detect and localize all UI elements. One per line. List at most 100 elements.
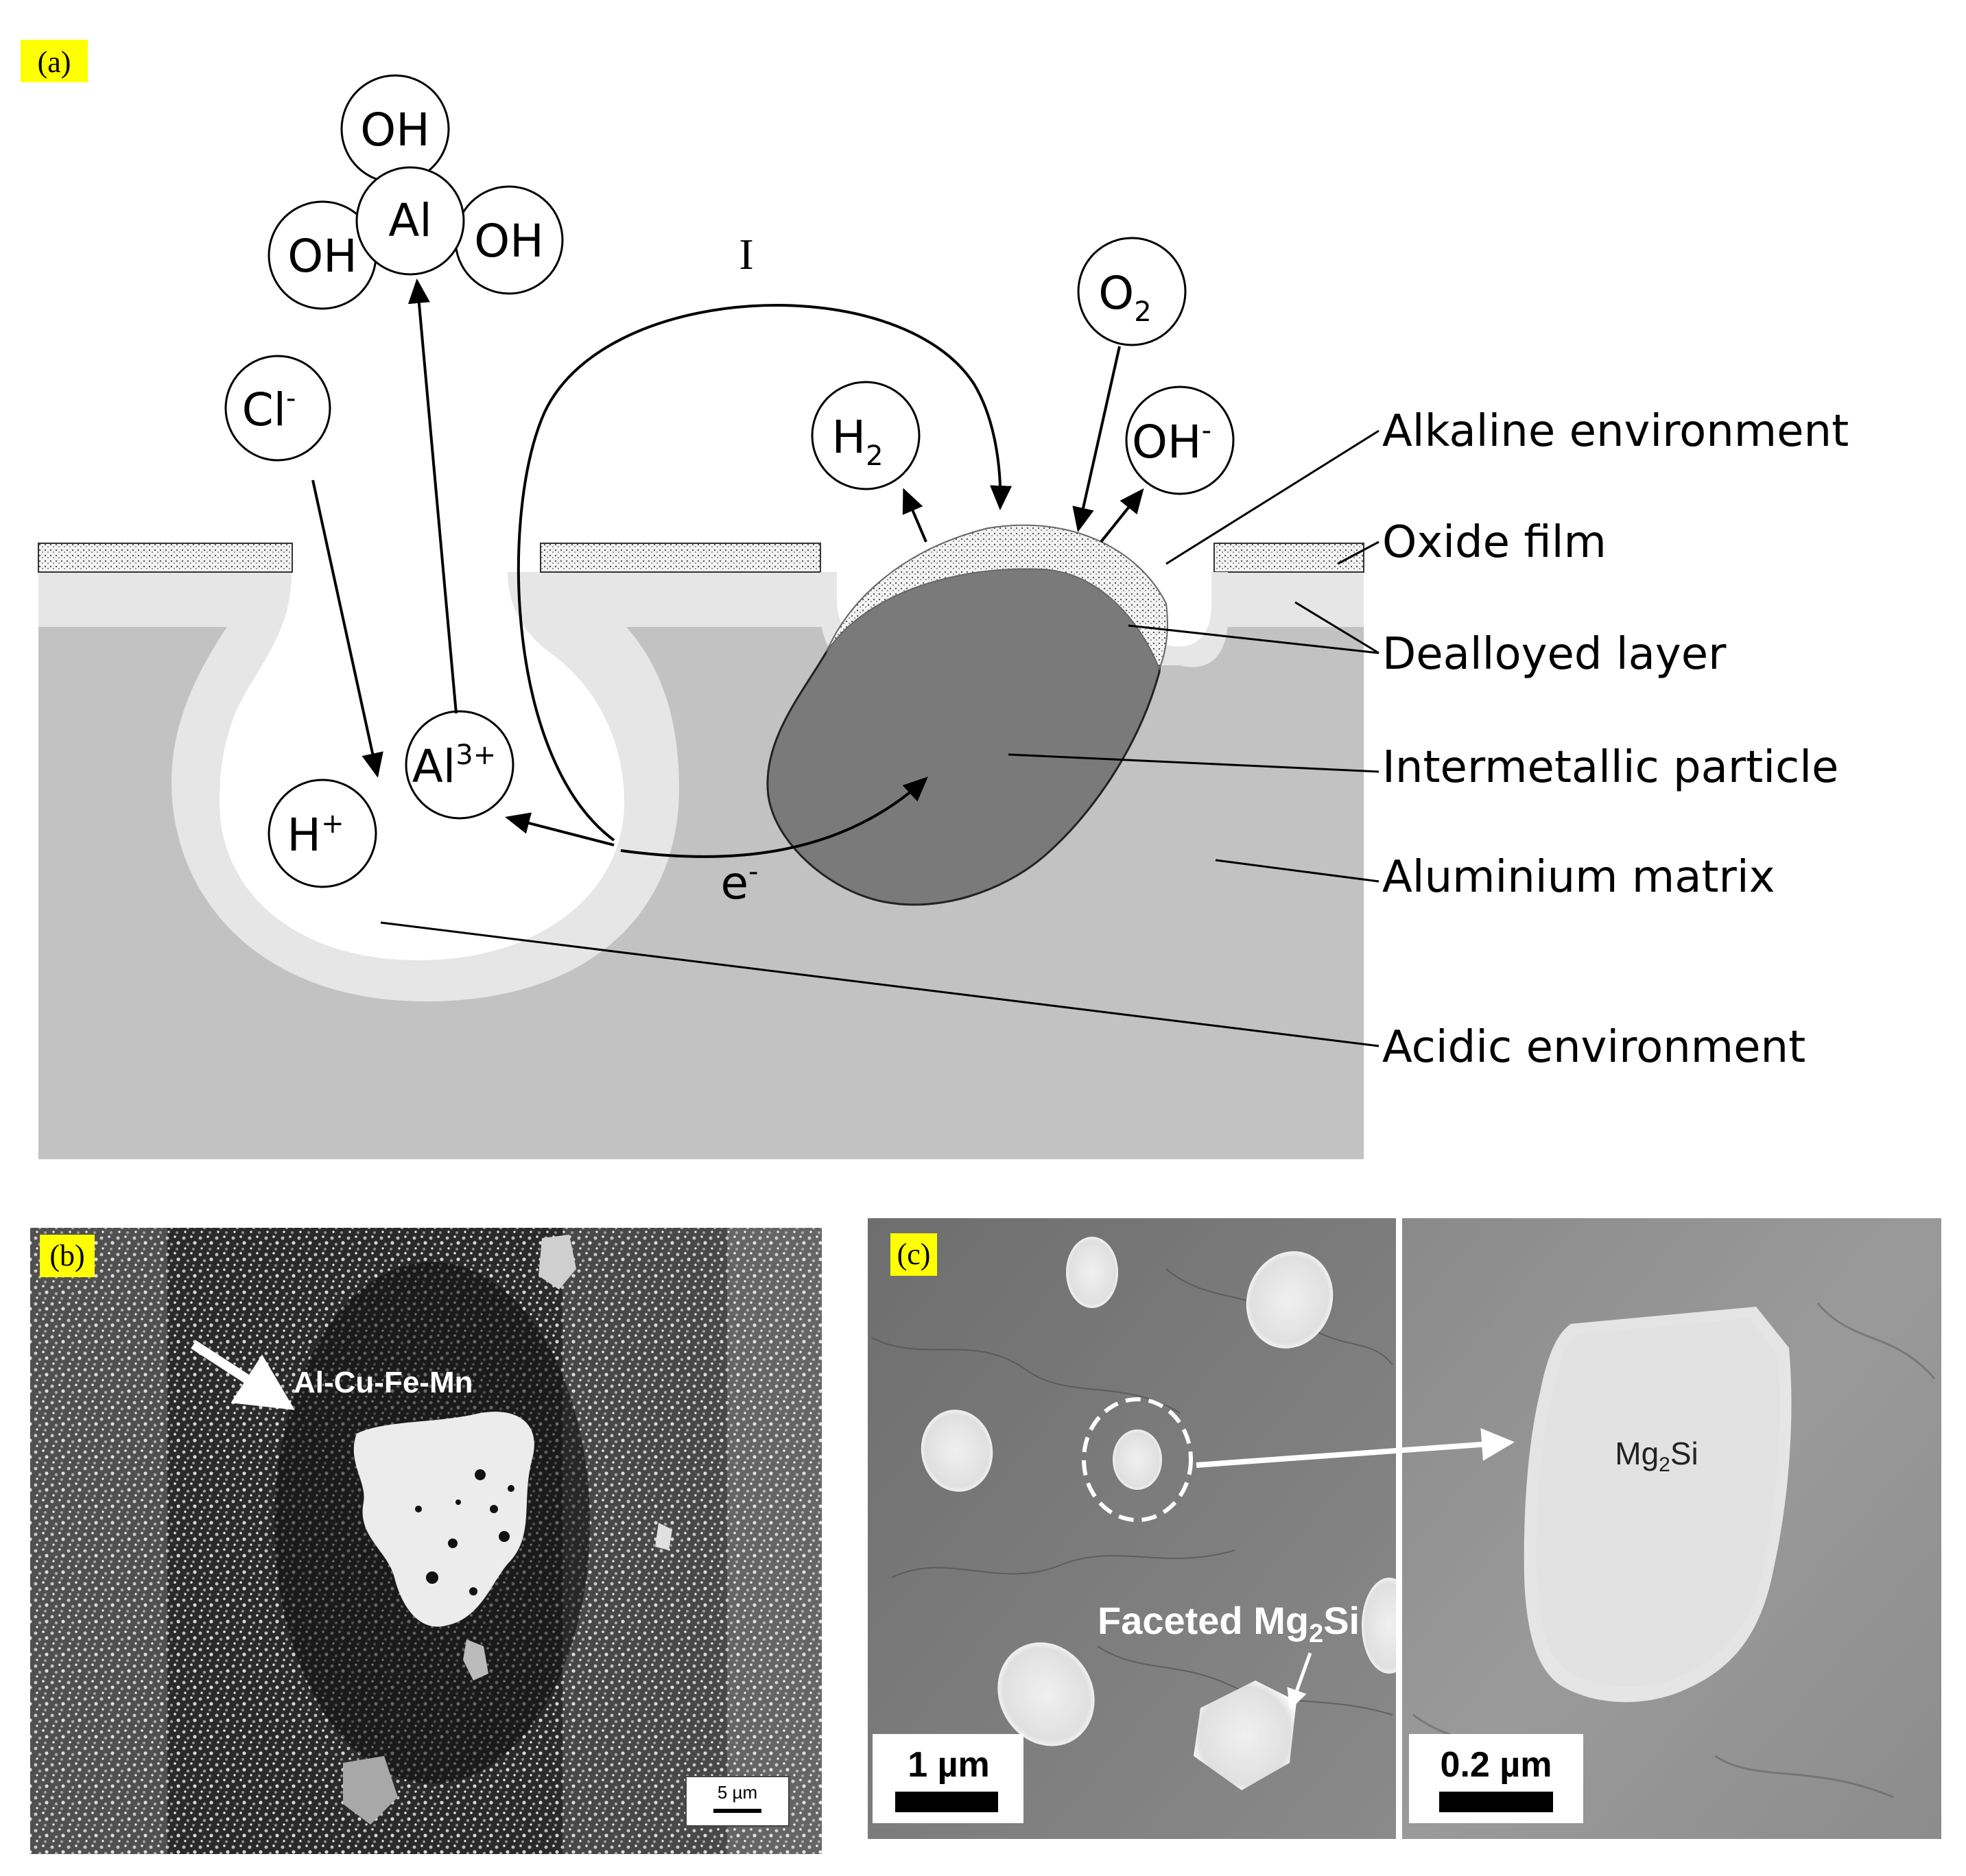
- panel-b-tag-highlight: [40, 1235, 95, 1277]
- scale-bar-right: [1439, 1792, 1553, 1812]
- svg-text:H2: H2: [831, 411, 883, 472]
- al3-release-arrow: [505, 812, 615, 846]
- panel-b-tag: (b): [49, 1239, 84, 1272]
- highlight-circle: [1082, 1397, 1193, 1522]
- leader-oxide: [1337, 541, 1379, 565]
- electron-flow-arrow: [620, 776, 928, 858]
- particle-dealloyed-cap: [826, 524, 1168, 671]
- hydroxide-release-arrow: [1100, 488, 1144, 543]
- label-matrix: Aluminium matrix: [1382, 852, 1775, 903]
- faceted-label: Faceted Mg: [1098, 1599, 1309, 1642]
- proton-label: H: [287, 809, 321, 862]
- svg-text:Al3+: Al3+: [412, 739, 496, 793]
- mg2si-particle-highlighted: [1113, 1429, 1162, 1490]
- oxide-film-right: [1213, 543, 1364, 573]
- svg-text:H+: H+: [287, 808, 344, 862]
- chloride-circle: [224, 355, 331, 462]
- al3-circle: [405, 710, 514, 820]
- svg-text:Mg2Si: Mg2Si: [1615, 1436, 1698, 1476]
- chloride-label: Cl: [242, 383, 286, 436]
- svg-text:OH-: OH-: [1132, 415, 1211, 468]
- leader-intermetallic: [1008, 753, 1379, 773]
- proton-circle: [268, 779, 377, 888]
- scale-label-right: 0.2 µm: [1441, 1745, 1552, 1785]
- faceted-label-subscript: 2: [1309, 1619, 1323, 1648]
- label-intermetallic: Intermetallic particle: [1382, 742, 1838, 793]
- leader-lines: [380, 429, 1379, 1047]
- mg2si-particle: [1362, 1578, 1396, 1674]
- aluminium-hydroxide-complex: OH OH OH Al: [268, 74, 564, 310]
- hydrogen-release-arrow: [902, 488, 927, 543]
- chloride-charge: -: [286, 383, 296, 414]
- oxide-film-mid: [540, 543, 821, 573]
- oh-left-label: OH: [287, 230, 357, 283]
- scale-bar-left: [895, 1792, 998, 1812]
- particle-pointer-arrow: [191, 1340, 295, 1410]
- al-center-circle: [355, 166, 465, 276]
- label-oxide: Oxide film: [1382, 517, 1607, 568]
- hydrogen-label: H: [831, 411, 866, 464]
- zoom-label-subscript: 2: [1659, 1453, 1670, 1476]
- svg-text:Cl-: Cl-: [242, 383, 296, 436]
- panel-b: (b) Al-Cu-Fe-Mn 5 µm: [30, 1228, 822, 1854]
- scale-bar-label: 5 µm: [718, 1782, 757, 1803]
- hydroxide-label: OH: [1132, 416, 1202, 468]
- leader-dealloyed-1: [1294, 601, 1379, 654]
- panel-a-tag: (a): [38, 45, 71, 79]
- oxygen-subscript: 2: [1134, 296, 1151, 328]
- hydroxide-charge: -: [1202, 415, 1211, 447]
- al3-charge: 3+: [455, 739, 496, 771]
- oxygen-label: O: [1098, 267, 1134, 320]
- al-center-label: Al: [388, 194, 432, 247]
- label-dealloyed: Dealloyed layer: [1382, 629, 1727, 680]
- al-cu-fe-mn-particle: [353, 1412, 534, 1627]
- oxide-film-left: [38, 543, 293, 573]
- scale-label-left: 1 µm: [908, 1745, 990, 1785]
- oxygen-reduction-arrow: [1072, 346, 1121, 532]
- leader-matrix: [1215, 859, 1379, 883]
- al3-to-complex-arrow: [407, 278, 458, 714]
- mg2si-particle: [1066, 1237, 1118, 1308]
- current-label: I: [739, 230, 753, 278]
- mg2si-zoom-particle: [1536, 1318, 1780, 1687]
- zoom-label-tail: Si: [1670, 1436, 1698, 1471]
- oh-right-label: OH: [474, 215, 544, 268]
- small-inclusion-top: [538, 1235, 576, 1290]
- label-alkaline: Alkaline environment: [1382, 406, 1849, 457]
- zoom-arrow: [1196, 1427, 1515, 1468]
- svg-text:O2: O2: [1098, 267, 1151, 328]
- faceted-mg2si-particle: [1194, 1681, 1296, 1790]
- svg-text:Faceted Mg2Si: Faceted Mg2Si: [1098, 1599, 1360, 1648]
- al3-label: Al: [412, 740, 456, 793]
- panel-c: (c) Faceted Mg2Si 1 µm Mg2Si 0.2 µm: [868, 1218, 1941, 1839]
- electron-charge: -: [748, 856, 758, 888]
- faceted-pointer-arrow: [1287, 1652, 1312, 1710]
- leader-acidic: [380, 921, 1379, 1047]
- mg2si-particle: [997, 1642, 1095, 1746]
- hydrogen-circle: [811, 381, 921, 490]
- legend-labels: Alkaline environment Oxide film Dealloye…: [1382, 406, 1849, 1073]
- chloride-inflow-arrow: [311, 479, 383, 778]
- panel-c-tag-highlight: [890, 1233, 937, 1276]
- panel-a-tag-highlight: [21, 40, 88, 82]
- scale-bar-box: [685, 1776, 790, 1827]
- label-acidic: Acidic environment: [1382, 1022, 1805, 1073]
- leader-alkaline: [1165, 429, 1379, 565]
- oxygen-circle: [1077, 237, 1187, 346]
- hydroxide-circle: [1125, 385, 1235, 495]
- mg2si-particle: [1246, 1251, 1334, 1349]
- panel-c-tag: (c): [897, 1237, 931, 1271]
- svg-text:e-: e-: [720, 856, 758, 910]
- electron-label: e: [720, 857, 748, 910]
- mg2si-particle: [921, 1410, 993, 1492]
- zoom-label: Mg: [1615, 1436, 1659, 1471]
- faceted-label-tail: Si: [1323, 1599, 1360, 1642]
- oh-top-label: OH: [360, 104, 430, 156]
- hydrogen-subscript: 2: [866, 440, 883, 472]
- panel-a: (a) OH OH OH Al: [21, 40, 1849, 1159]
- proton-charge: +: [321, 808, 344, 840]
- leader-dealloyed-2: [1128, 624, 1379, 654]
- particle-label: Al-Cu-Fe-Mn: [294, 1366, 473, 1399]
- current-arrow: [517, 304, 1012, 842]
